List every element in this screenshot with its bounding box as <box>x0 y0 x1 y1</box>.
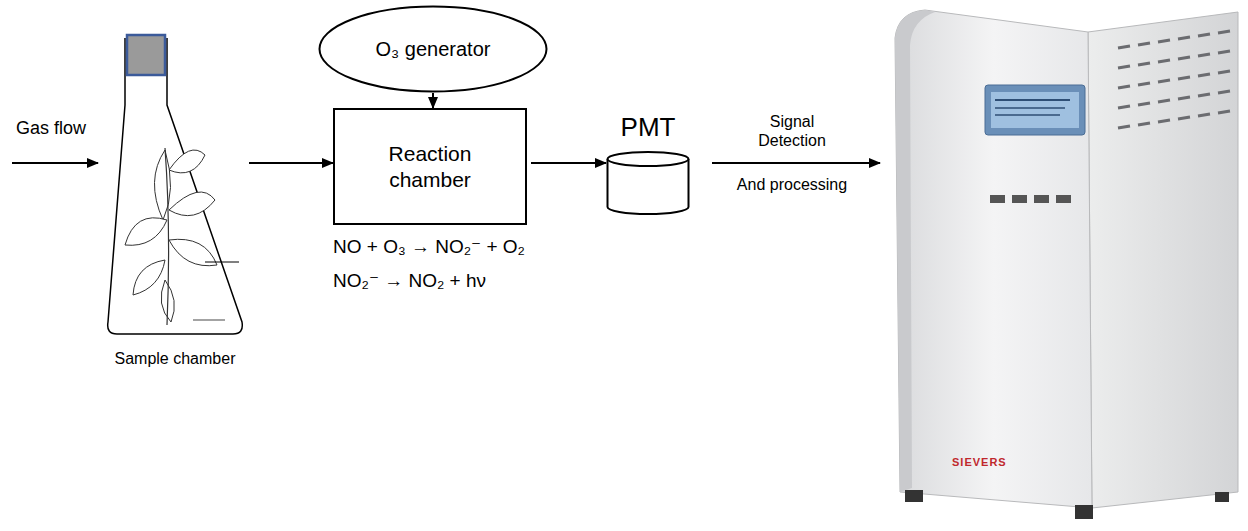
reaction-equation: NO + O₃ → NO₂⁻ + O₂ <box>333 236 525 259</box>
node-text: O₃ generator <box>376 37 491 61</box>
process-box-outline <box>333 108 527 225</box>
sample-flask-outline <box>105 30 245 368</box>
process-box: Reaction chamber <box>333 108 527 225</box>
signal-label: Signal Detection <box>742 112 842 150</box>
generator-ellipse: O₃ generator <box>318 5 548 93</box>
gas-flow-arrow <box>12 162 98 164</box>
sample-flask: Sample chamber <box>105 30 245 368</box>
signal-label: And processing <box>722 175 862 194</box>
brand-logo: SIEVERS <box>952 456 1007 469</box>
flow-arrow <box>249 162 333 164</box>
node-text: Reaction chamber <box>363 141 497 191</box>
node-text: PMT <box>621 112 676 143</box>
node-text: Sample chamber <box>115 349 236 368</box>
flow-arrow <box>432 93 434 108</box>
flow-label: Gas flow <box>16 118 86 140</box>
reaction-equation: NO₂⁻ → NO₂ + hν <box>333 270 486 293</box>
analyzer-instrument <box>895 10 1238 519</box>
signal-arrow <box>712 162 880 164</box>
pmt-cylinder: PMT <box>606 112 690 218</box>
flow-arrow <box>531 162 606 164</box>
